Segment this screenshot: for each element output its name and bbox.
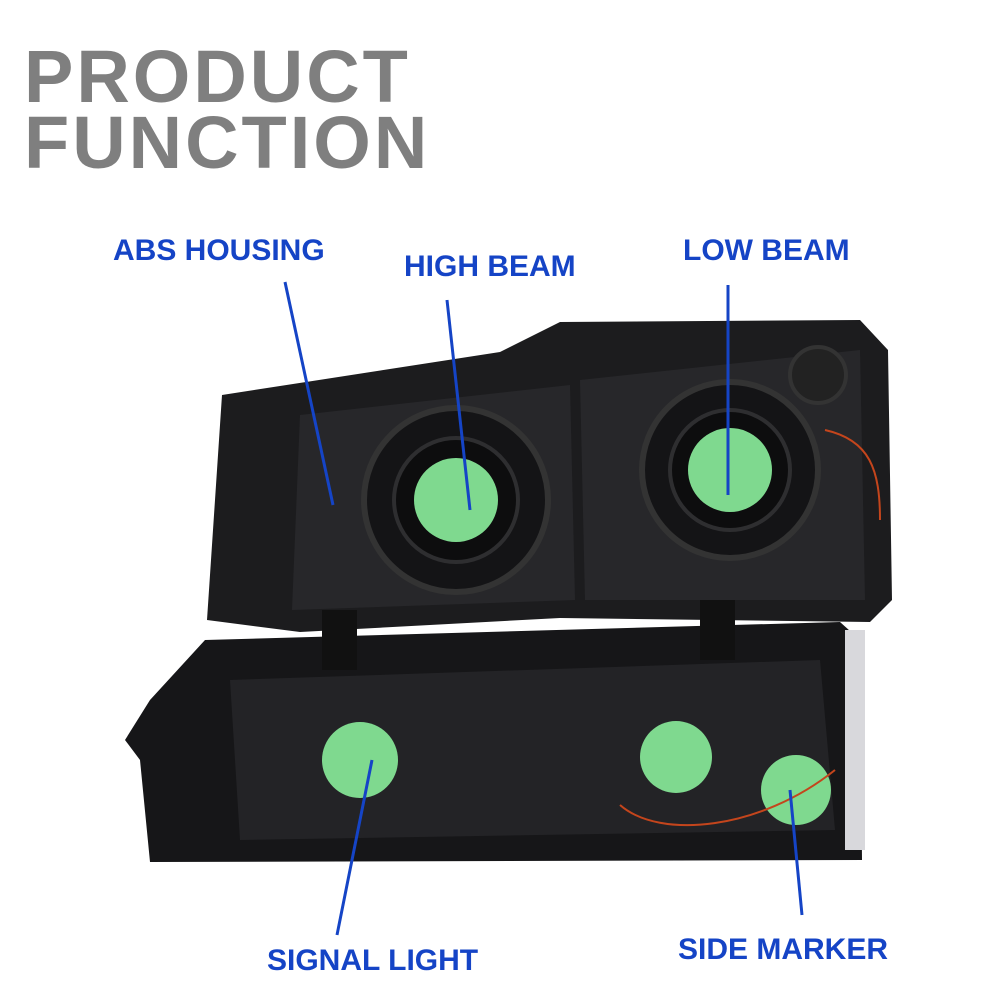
side-marker-lens (845, 630, 865, 850)
signal-light-cap (322, 722, 398, 798)
wire-upper (824, 429, 881, 521)
mounting-tab-left (322, 610, 357, 670)
high-beam-cap (414, 458, 498, 542)
adjuster-knob (788, 345, 848, 405)
label-side-marker: SIDE MARKER (678, 933, 889, 966)
signal-housing-inner (230, 660, 835, 840)
label-signal-light: SIGNAL LIGHT (267, 944, 479, 977)
label-low-beam: LOW BEAM (683, 234, 850, 267)
side-marker-cap (761, 755, 831, 825)
low-beam-cap (688, 428, 772, 512)
abs-housing-pointer (283, 281, 335, 506)
signal-light-cap-2 (640, 721, 712, 793)
mounting-tab-right (700, 600, 735, 660)
label-abs-housing: ABS HOUSING (113, 234, 325, 267)
label-high-beam: HIGH BEAM (404, 250, 576, 283)
title-line-1: PRODUCT (24, 35, 411, 118)
wire-lower (619, 769, 836, 827)
side-marker-pointer (788, 789, 804, 916)
title-line-2: FUNCTION (24, 101, 431, 184)
signal-light-pointer (335, 759, 374, 936)
high-beam-pointer (445, 299, 472, 511)
